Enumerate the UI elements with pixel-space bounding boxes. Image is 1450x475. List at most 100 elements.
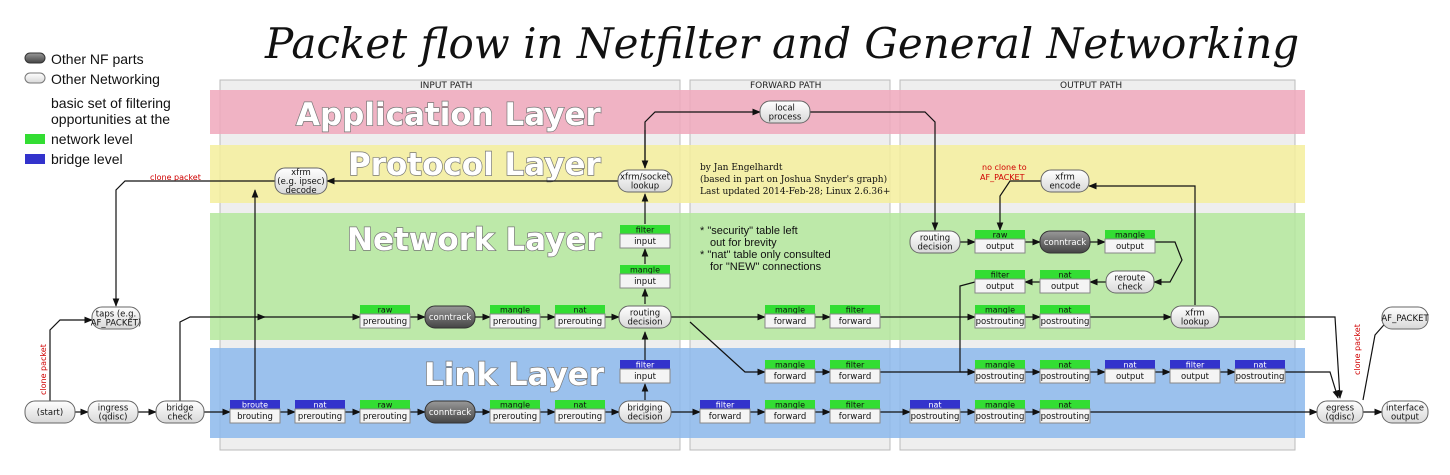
legend-filter-line1: basic set of filtering — [51, 95, 171, 111]
mangle-postrouting-link-chain-name: postrouting — [976, 372, 1025, 382]
mangle-forward-bridge-chain-name: forward — [774, 412, 807, 422]
filter-output-net-table-tag — [975, 270, 1025, 279]
flow-edge — [689, 321, 766, 376]
flow-edge — [959, 281, 976, 376]
start-node: (start) — [24, 400, 76, 424]
flow-edge — [996, 180, 1041, 231]
xfrm-encode-label: encode — [1049, 182, 1080, 192]
raw-prerouting-net-chain-box — [359, 313, 411, 329]
mangle-input-table-name: mangle — [630, 266, 660, 275]
legend-swatch-bridge — [25, 154, 45, 164]
filter-forward-bridge-table-name: filter — [716, 401, 735, 410]
nat-postrouting-bridge2-chain-name: postrouting — [911, 412, 960, 422]
filter-input-net-chain-box — [619, 233, 671, 249]
filter-forward-bridge-chain-name: forward — [709, 412, 742, 422]
mangle-postrouting-link-chain-box — [974, 368, 1026, 384]
ingress-label: (qdisc) — [99, 413, 128, 423]
taps-label: AF_PACKET) — [91, 319, 142, 329]
egress-label: egress — [1326, 404, 1355, 414]
legend-other-nf: Other NF parts — [51, 51, 144, 67]
raw-output-chain-box — [974, 238, 1026, 254]
filter-forward-bridge2-table-tag — [830, 400, 880, 409]
conntrack-net-in-label: conntrack — [429, 313, 471, 323]
no-clone-line1: no clone to — [982, 163, 1027, 172]
filter-input-bridge-chain-box — [619, 368, 671, 384]
nat-postrouting-bridge-table-name: nat — [1253, 361, 1266, 370]
mangle-forward-bridge-chain-box — [764, 408, 816, 424]
nat-prerouting-link-table-tag — [555, 400, 605, 409]
xfrm-socket-lookup-box — [617, 169, 673, 193]
legend: Other NF parts Other Networking basic se… — [24, 51, 171, 167]
output-path-label: OUTPUT PATH — [1060, 81, 1122, 91]
flow-edge — [1088, 182, 1196, 305]
nat-output-net-chain-name: output — [1051, 282, 1080, 292]
filter-forward-link-chain-box — [829, 368, 881, 384]
nat-prerouting-link-chain-box — [554, 408, 606, 424]
mangle-output-table-name: mangle — [1115, 231, 1145, 240]
taps-label: taps (e.g. — [96, 310, 136, 320]
clone-packet-left: clone packet — [150, 173, 201, 182]
raw-prerouting-net-table-tag — [360, 305, 410, 314]
conntrack-link-box — [424, 400, 476, 424]
interface-output-box — [1381, 400, 1429, 424]
broute-brouting-chain-name: brouting — [237, 412, 273, 422]
mangle-prerouting-net-table-tag — [490, 305, 540, 314]
nat-postrouting-link-table-name: nat — [1058, 361, 1071, 370]
nat-output-net-chain-box — [1039, 278, 1091, 294]
nat-prerouting-bridge-chain-name: prerouting — [298, 412, 342, 422]
tables-note-4: for "NEW" connections — [710, 261, 822, 273]
mangle-forward-net-chain-name: forward — [774, 317, 807, 327]
bridging-decision-label: bridging — [627, 404, 662, 414]
raw-prerouting-net-table-name: raw — [378, 306, 393, 315]
ingress-node: ingress(qdisc) — [87, 400, 139, 424]
nat-prerouting-bridge-table-tag — [295, 400, 345, 409]
nat-postrouting-net-table-tag — [1040, 305, 1090, 314]
nat-postrouting-bridge2-table-tag — [910, 400, 960, 409]
filter-forward-net-table-name: filter — [846, 306, 865, 315]
xfrm-encode-label: xfrm — [1055, 173, 1075, 183]
xfrm-decode-label: (e.g. ipsec) — [277, 177, 324, 187]
clone-packet-start: clone packet — [39, 344, 48, 395]
credit-line-2: (based in part on Joshua Snyder's graph) — [700, 174, 887, 185]
mangle-forward-link-chain-name: forward — [774, 372, 807, 382]
application-layer-label: Application Layer — [296, 97, 601, 133]
interface-output-label: output — [1391, 413, 1420, 423]
raw-output-table-name: raw — [993, 231, 1008, 240]
mangle-input-chain-box — [619, 273, 671, 289]
filter-output-bridge-chain-name: output — [1181, 372, 1210, 382]
filter-output-bridge-table-name: filter — [1186, 361, 1205, 370]
conntrack-out-node: conntrack — [1039, 230, 1091, 254]
routing-decision-out-box — [909, 230, 961, 254]
nat-prerouting-net-chain-name: prerouting — [558, 317, 602, 327]
legend-filter-line2: opportunities at the — [51, 111, 170, 127]
start-label: (start) — [37, 408, 63, 418]
routing-decision-out-label: decision — [917, 243, 952, 253]
conntrack-out-label: conntrack — [1044, 238, 1086, 248]
tables-note-1: * "security" table left — [700, 225, 798, 237]
nat-postrouting-net-chain-name: postrouting — [1041, 317, 1090, 327]
local-process-box — [759, 100, 811, 124]
filter-input-net-table-name: filter — [636, 226, 655, 235]
legend-bridge-level: bridge level — [51, 151, 123, 167]
mangle-postrouting-net-table-tag — [975, 305, 1025, 314]
nat-prerouting-net-chain-box — [554, 313, 606, 329]
filter-output-bridge-table-tag — [1170, 360, 1220, 369]
xfrm-lookup-box — [1170, 305, 1220, 329]
